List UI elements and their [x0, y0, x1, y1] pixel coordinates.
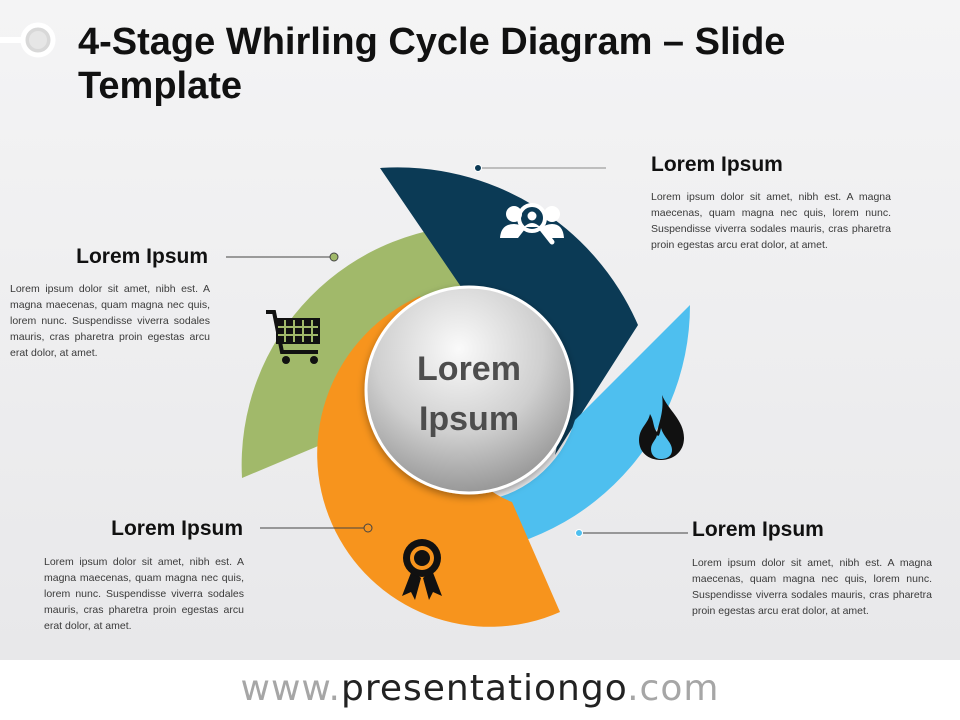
- people-search-icon: [500, 203, 564, 245]
- title-ring-icon: [0, 22, 56, 58]
- stage-4-body: Lorem ipsum dolor sit amet, nibh est. A …: [10, 283, 210, 359]
- footer-url-prefix: www.: [240, 668, 341, 709]
- stage-1-heading: Lorem Ipsum: [651, 153, 783, 176]
- footer-bar: [0, 660, 960, 720]
- page-title: 4-Stage Whirling Cycle Diagram – Slide T…: [78, 21, 786, 107]
- connector-stage-2: [575, 529, 688, 537]
- award-ribbon-icon: [402, 539, 442, 600]
- stage-1-body: Lorem ipsum dolor sit amet, nibh est. A …: [651, 191, 891, 251]
- center-label-line2: Ipsum: [418, 400, 520, 438]
- stage-2-segment: [360, 305, 691, 556]
- stage-3-body: Lorem ipsum dolor sit amet, nibh est. A …: [44, 556, 244, 632]
- footer-url-suffix: .com: [627, 668, 720, 709]
- footer-url: www.presentationgo.com: [0, 668, 960, 709]
- center-hub: [364, 285, 574, 495]
- center-label-line1: Lorem: [417, 350, 521, 388]
- footer-url-domain: presentationgo: [341, 668, 628, 709]
- stage-3-heading: Lorem Ipsum: [111, 517, 243, 540]
- stage-4-heading: Lorem Ipsum: [76, 245, 208, 268]
- connector-stage-4: [226, 252, 339, 262]
- whirl-cycle-diagram: [226, 164, 691, 627]
- shopping-cart-icon: [266, 310, 320, 364]
- connector-stage-1: [474, 164, 606, 172]
- stage-2-body: Lorem ipsum dolor sit amet, nibh est. A …: [692, 557, 932, 617]
- flame-icon: [639, 395, 684, 460]
- connector-stage-3: [260, 523, 373, 533]
- stage-2-heading: Lorem Ipsum: [692, 518, 824, 541]
- center-label: Lorem Ipsum: [384, 344, 554, 444]
